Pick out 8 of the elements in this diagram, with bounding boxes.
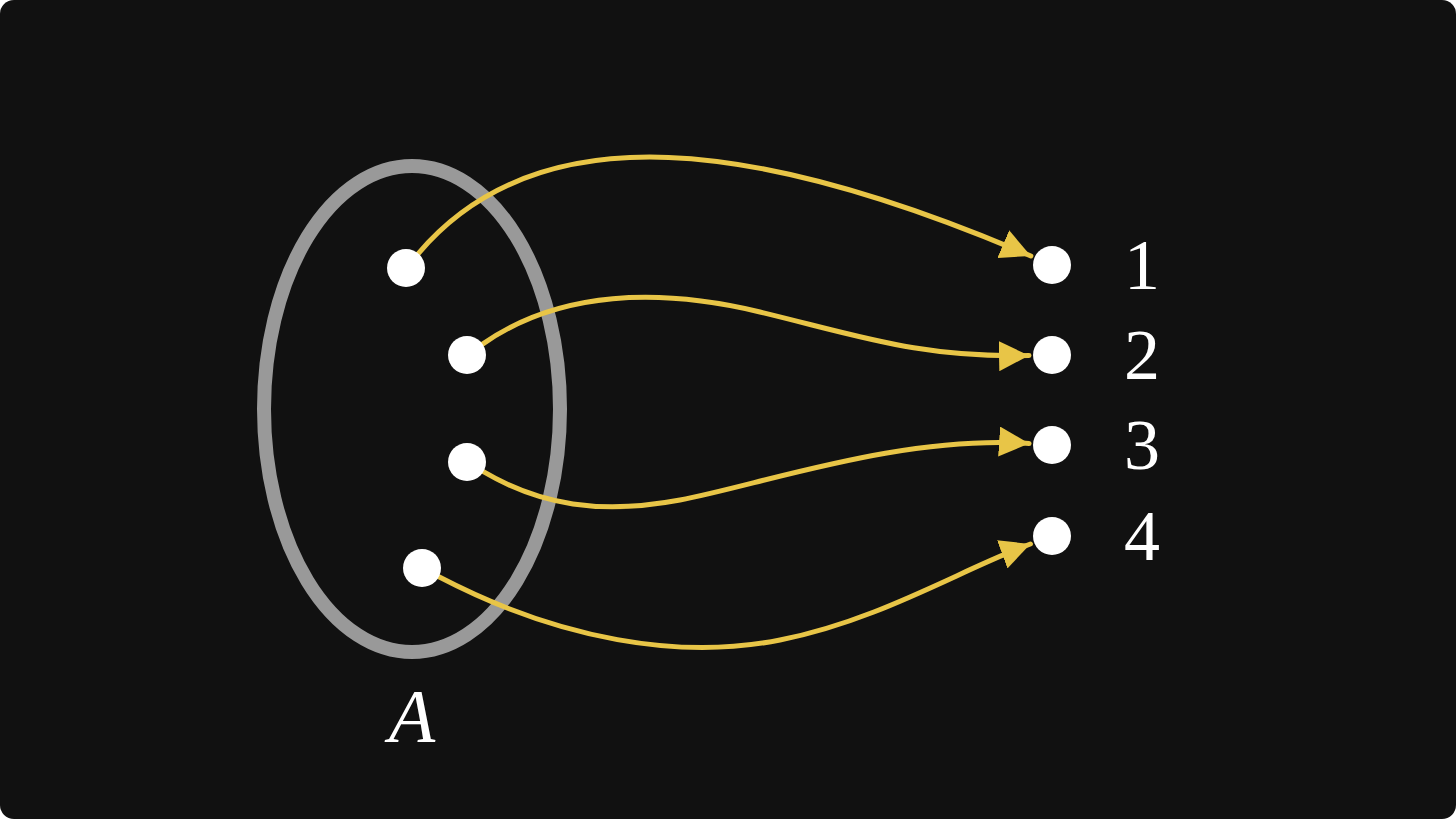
arrow <box>436 540 1033 650</box>
arrow <box>480 294 1032 371</box>
element-number: 2 <box>1124 319 1160 391</box>
element-number: 4 <box>1124 500 1160 572</box>
arrow <box>480 427 1032 510</box>
element-number: 3 <box>1124 409 1160 481</box>
arrow <box>415 154 1034 259</box>
element-number: 1 <box>1124 229 1160 301</box>
